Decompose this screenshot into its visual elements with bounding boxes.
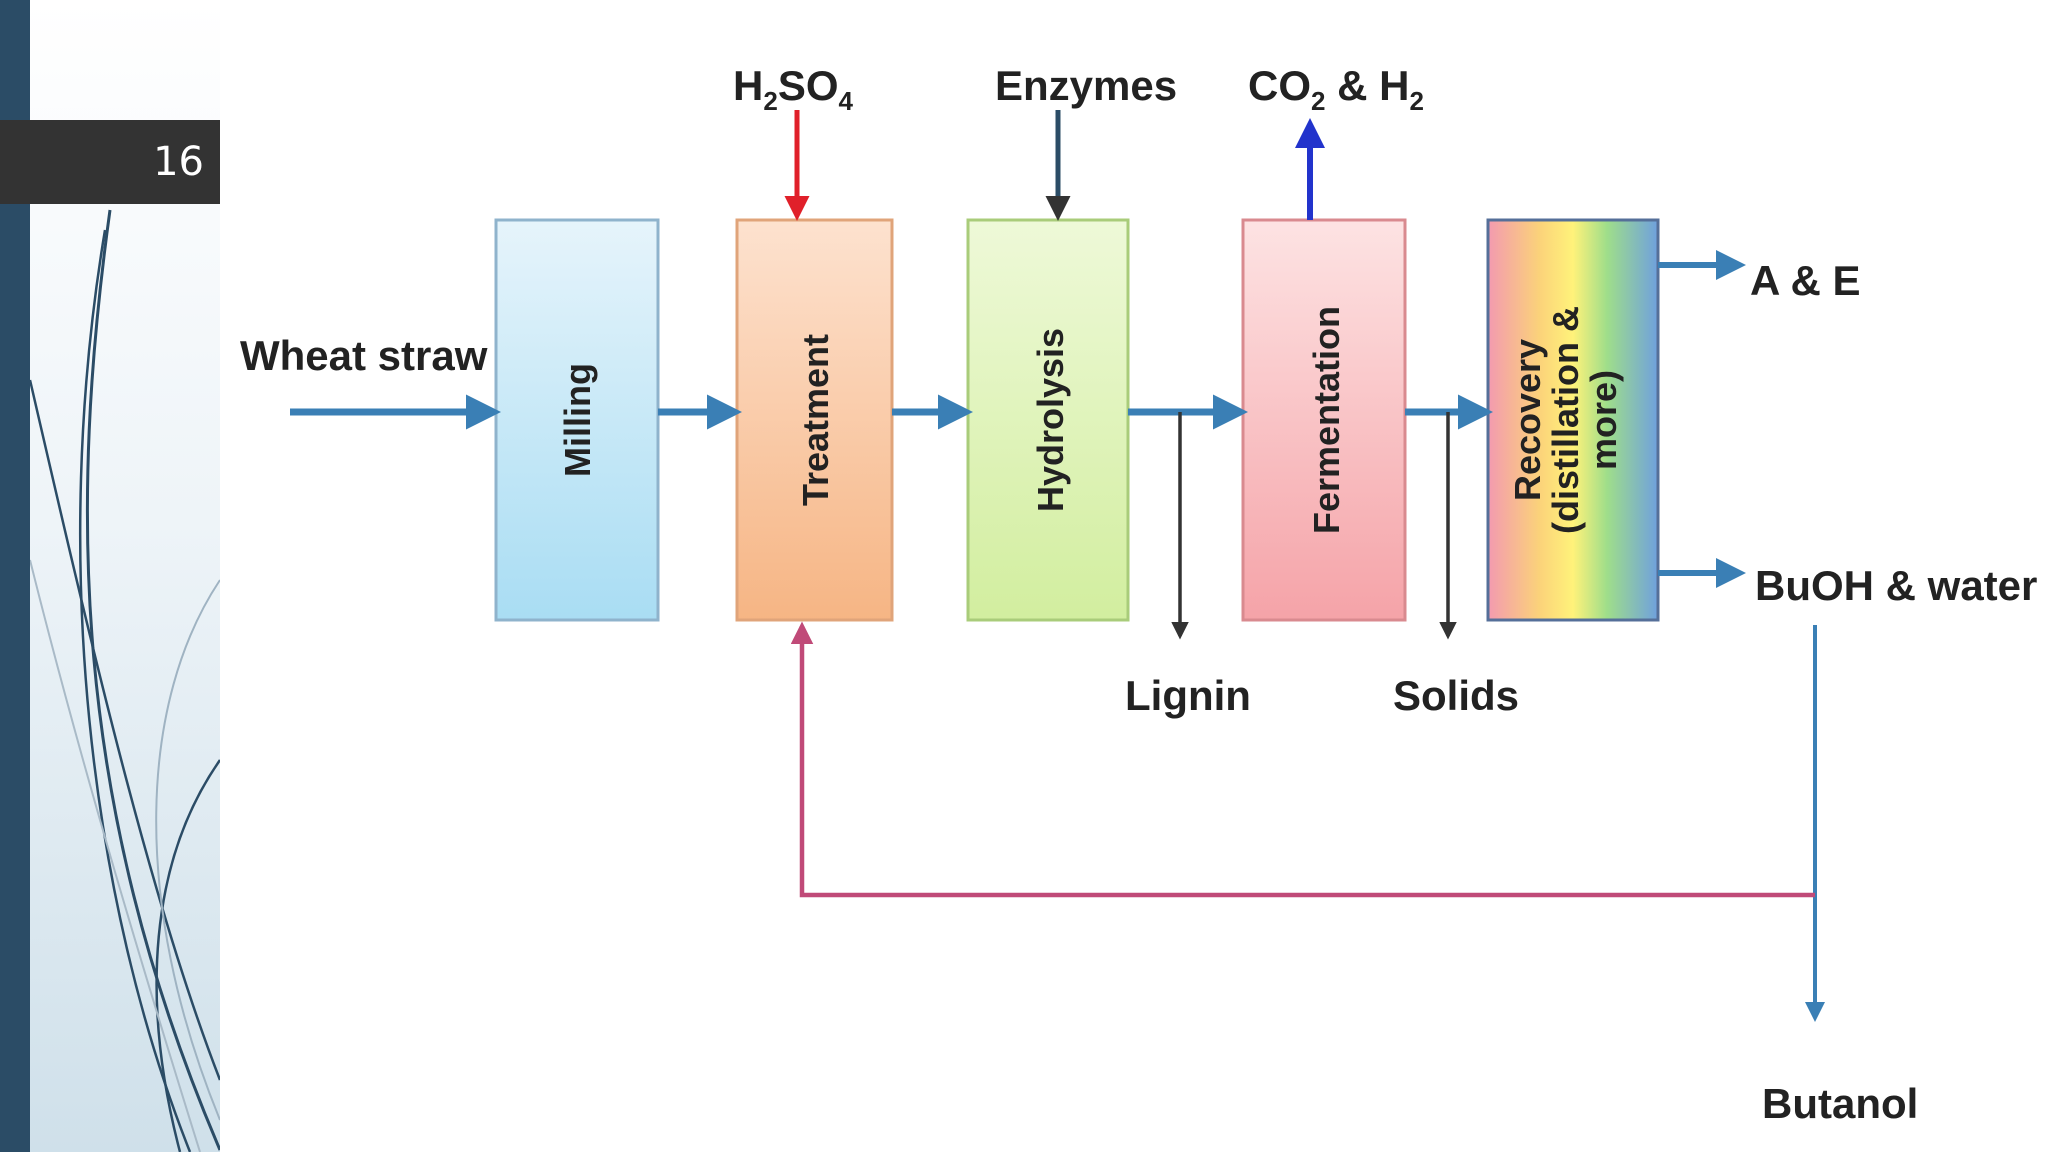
label-butanol: Butanol — [1762, 1080, 1918, 1127]
recovery-label-line1: Recovery — [1507, 339, 1548, 501]
treatment-box — [735, 218, 894, 622]
fermentation-box — [1241, 218, 1407, 622]
label-buoh-water: BuOH & water — [1755, 562, 2037, 609]
process-flow-svg: Wheat straw H2SO4 Enzymes CO2 & H2 Milli… — [240, 62, 2037, 1127]
slide-number-box: 16 — [0, 120, 220, 204]
label-enzymes: Enzymes — [995, 62, 1177, 109]
milling-box — [494, 218, 660, 622]
label-h2so4: H2SO4 — [733, 62, 854, 116]
recycle-loop-line — [790, 621, 1815, 898]
label-wheat-straw: Wheat straw — [240, 332, 488, 379]
decorative-swirl-lines — [30, 209, 220, 1152]
slide-number: 16 — [153, 139, 204, 185]
label-lignin: Lignin — [1125, 672, 1251, 719]
label-solids: Solids — [1393, 672, 1519, 719]
recovery-label-line2: (distillation & — [1545, 306, 1586, 534]
label-ae: A & E — [1750, 257, 1860, 304]
recovery-label-line3: more) — [1583, 370, 1624, 470]
process-flow-diagram: Wheat straw H2SO4 Enzymes CO2 & H2 Milli… — [220, 0, 2048, 1152]
treatment-label: Treatment — [795, 334, 836, 506]
hydrolysis-label: Hydrolysis — [1030, 328, 1071, 512]
fermentation-label: Fermentation — [1306, 306, 1347, 534]
milling-label: Milling — [557, 363, 598, 477]
recovery-box — [1486, 218, 1660, 622]
label-co2-h2: CO2 & H2 — [1248, 62, 1424, 116]
